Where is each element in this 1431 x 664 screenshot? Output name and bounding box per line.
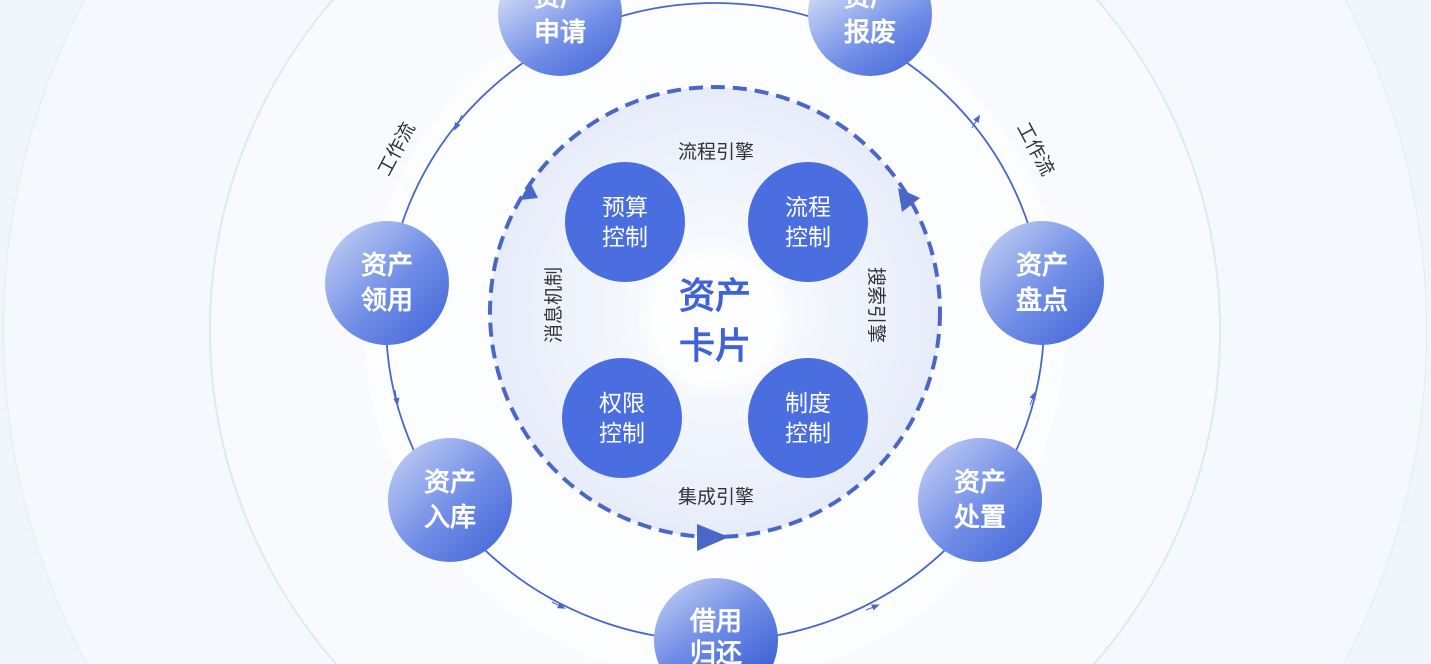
node-label: 申请 bbox=[534, 18, 586, 48]
center-title-line1: 资产 bbox=[679, 276, 751, 317]
ring-label-left: 消息机制 bbox=[543, 267, 565, 343]
node-circle bbox=[918, 438, 1042, 562]
node-circle bbox=[808, 0, 932, 76]
node-circle bbox=[388, 438, 512, 562]
node-circle bbox=[748, 162, 868, 282]
node-label: 资产 bbox=[534, 0, 586, 13]
node-label: 控制 bbox=[599, 421, 645, 447]
workflow-label-right: 工作流 bbox=[1012, 119, 1058, 180]
node-circle bbox=[325, 221, 449, 345]
node-label: 控制 bbox=[602, 225, 648, 251]
workflow-arrow bbox=[971, 114, 981, 129]
node-circle bbox=[653, 578, 778, 664]
outer-node-apply[interactable]: 资产 申请 bbox=[498, 0, 622, 76]
ring-label-right: 搜索引擎 bbox=[865, 267, 887, 343]
ring-label-bottom: 集成引擎 bbox=[678, 486, 754, 508]
inner-node-budget[interactable]: 预算 控制 bbox=[565, 162, 685, 282]
outer-node-inventory[interactable]: 资产 盘点 bbox=[980, 221, 1104, 345]
dashed-arrow-bottom bbox=[697, 524, 729, 551]
outer-node-disposal[interactable]: 资产 处置 bbox=[918, 438, 1042, 562]
node-label: 资产 bbox=[844, 0, 896, 13]
workflow-arrow bbox=[551, 601, 566, 609]
outer-node-borrow-return[interactable]: 借用 归还 bbox=[653, 578, 778, 664]
workflow-arrow bbox=[1029, 391, 1036, 406]
ring-label-top: 流程引擎 bbox=[678, 141, 754, 163]
node-label: 流程 bbox=[785, 195, 831, 221]
node-label: 入库 bbox=[424, 503, 476, 533]
node-label: 处置 bbox=[953, 503, 1006, 533]
node-label: 归还 bbox=[690, 639, 743, 664]
workflow-label-left: 工作流 bbox=[374, 119, 420, 180]
node-label: 控制 bbox=[785, 225, 831, 251]
workflow-arrows bbox=[393, 114, 1036, 611]
node-circle bbox=[748, 358, 868, 478]
workflow-arrow bbox=[865, 604, 880, 611]
node-label: 预算 bbox=[602, 195, 648, 221]
node-label: 控制 bbox=[785, 421, 831, 447]
inner-node-process[interactable]: 流程 控制 bbox=[748, 162, 868, 282]
inner-node-permission[interactable]: 权限 控制 bbox=[562, 358, 682, 478]
outer-node-scrap[interactable]: 资产 报废 bbox=[808, 0, 932, 76]
node-label: 资产 bbox=[1016, 251, 1068, 281]
center-glow bbox=[645, 250, 785, 390]
node-circle bbox=[562, 358, 682, 478]
node-label: 权限 bbox=[599, 391, 645, 417]
node-label: 领用 bbox=[361, 285, 413, 316]
outer-node-receive[interactable]: 资产 领用 bbox=[325, 221, 449, 345]
node-circle bbox=[498, 0, 622, 76]
node-label: 盘点 bbox=[1016, 285, 1068, 316]
inner-node-policy[interactable]: 制度 控制 bbox=[748, 358, 868, 478]
node-label: 资产 bbox=[424, 468, 476, 498]
dashed-arrow-left bbox=[520, 182, 538, 200]
outer-node-storage[interactable]: 资产 入库 bbox=[388, 438, 512, 562]
node-label: 借用 bbox=[689, 607, 742, 637]
center-title-line2: 卡片 bbox=[679, 326, 751, 367]
node-label: 资产 bbox=[954, 468, 1006, 498]
node-label: 资产 bbox=[361, 251, 413, 281]
node-label: 报废 bbox=[844, 17, 896, 48]
node-circle bbox=[565, 162, 685, 282]
workflow-arrow bbox=[393, 389, 400, 406]
dashed-arrow-right bbox=[898, 188, 920, 212]
node-circle bbox=[980, 221, 1104, 345]
workflow-arrow bbox=[454, 114, 463, 131]
node-label: 制度 bbox=[785, 391, 831, 417]
